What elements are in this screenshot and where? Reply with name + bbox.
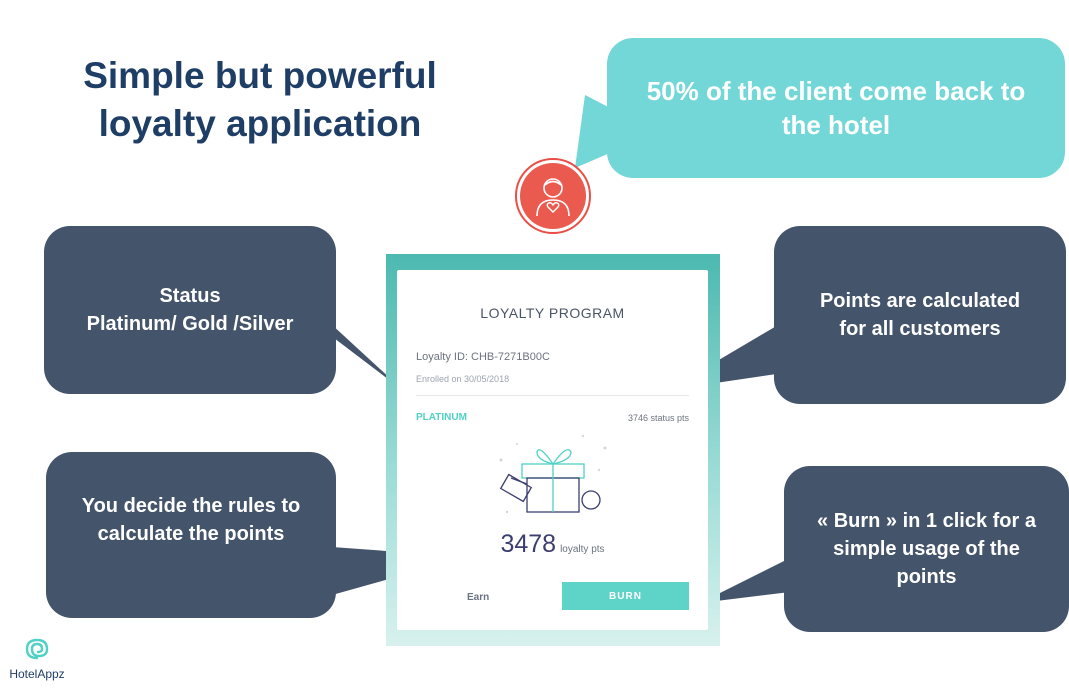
tier-label: PLATINUM [416,412,467,423]
burn-tail [700,558,790,603]
loyalty-id: Loyalty ID: CHB-7271B00C [416,351,550,363]
points-callout: Points are calculated for all customers [774,226,1066,404]
slide-title-line1: Simple but powerful [83,55,437,96]
burn-callout-line1: « Burn » in 1 click for a [817,510,1036,532]
logo-text: HotelAppz [9,667,65,681]
gift-box-icon [499,434,607,514]
points-unit: loyalty pts [560,544,605,555]
enrollment-date: Enrolled on 30/05/2018 [416,374,510,384]
rules-callout-line2: calculate the points [97,523,285,545]
points-callout-line1: Points are calculated [819,290,1021,312]
burn-button[interactable]: BURN [562,582,689,610]
burn-callout-line3: points [896,566,957,588]
points-value: 3478 [500,530,557,558]
loyalty-card: LOYALTY PROGRAM Loyalty ID: CHB-7271B00C… [397,270,708,630]
spiral-logo-icon [25,638,49,660]
user-heart-icon [515,158,591,234]
highlight-line1: 50% of the client come back to [646,76,1026,106]
highlight-line2: the hotel [781,110,891,140]
highlight-bubble: 50% of the client come back to the hotel [607,38,1065,178]
app-screenshot: LOYALTY PROGRAM Loyalty ID: CHB-7271B00C… [386,254,720,646]
status-callout: Status Platinum/ Gold /Silver [44,226,336,394]
status-callout-heading: Status [159,285,221,307]
hotelappz-logo: HotelAppz [2,636,72,681]
rules-callout-line1: You decide the rules to [81,495,301,517]
points-callout-line2: for all customers [839,318,1001,340]
slide-title-line2: loyalty application [98,103,422,144]
loyalty-program-title: LOYALTY PROGRAM [480,305,625,321]
slide-title: Simple but powerful loyalty application [40,52,480,148]
earn-tab[interactable]: Earn [467,592,490,603]
rules-callout: You decide the rules to calculate the po… [46,452,336,618]
burn-callout: « Burn » in 1 click for a simple usage o… [784,466,1069,632]
status-points: 3746 status pts [627,413,689,423]
burn-callout-line2: simple usage of the [833,538,1020,560]
divider [416,395,689,396]
status-callout-text: Platinum/ Gold /Silver [86,313,294,335]
